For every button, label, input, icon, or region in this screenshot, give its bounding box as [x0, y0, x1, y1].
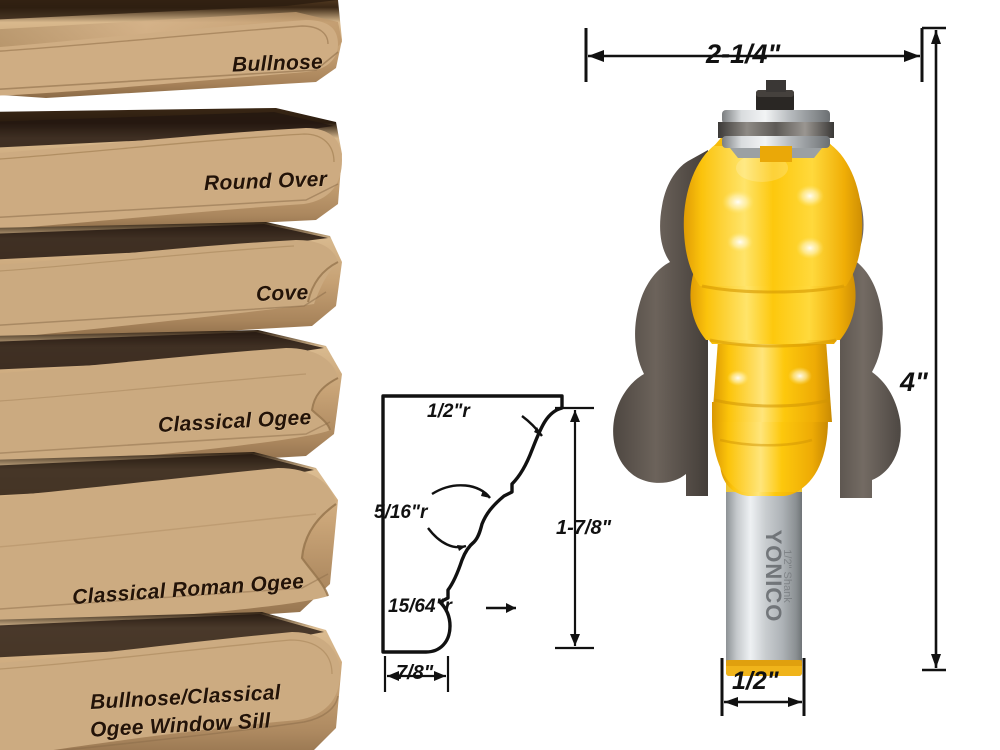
wood-sample-classical-ogee: Classical Ogee — [0, 330, 366, 480]
profile-width-label: 7/8" — [396, 662, 434, 684]
wood-sample-bullnose: Bullnose — [0, 0, 366, 120]
bit-overall-length-label: 4" — [900, 367, 928, 397]
wood-sample-classical-roman-ogee: Classical Roman Ogee — [0, 452, 366, 637]
wood-sample-bullnose-classical-ogee-window-sill: Bullnose/Classical Ogee Window Sill — [0, 612, 366, 750]
svg-text:1/2" Shank: 1/2" Shank — [781, 549, 793, 603]
profile-radius-middle-label: 5/16"r — [374, 502, 428, 523]
profile-height-label: 1-7/8" — [556, 517, 612, 539]
profile-cross-section-diagram: 1/2"r 5/16"r 15/64"r 1-7/8" 7/8" — [370, 380, 612, 700]
bit-shank-diameter-label: 1/2" — [732, 667, 779, 695]
bit-cutting-diameter-label: 2-1/4" — [706, 39, 781, 69]
profile-radius-top-label: 1/2"r — [427, 401, 470, 422]
router-bit-illustration: YONICO 1/2" Shank — [570, 10, 1000, 720]
profile-radius-bottom-label: 15/64"r — [388, 596, 452, 617]
wood-sample-round-over: Round Over — [0, 108, 366, 243]
svg-text:YONICO: YONICO — [761, 530, 786, 623]
wood-sample-cove: Cove — [0, 222, 366, 352]
wood-profile-stack: Bullnose — [0, 0, 366, 750]
